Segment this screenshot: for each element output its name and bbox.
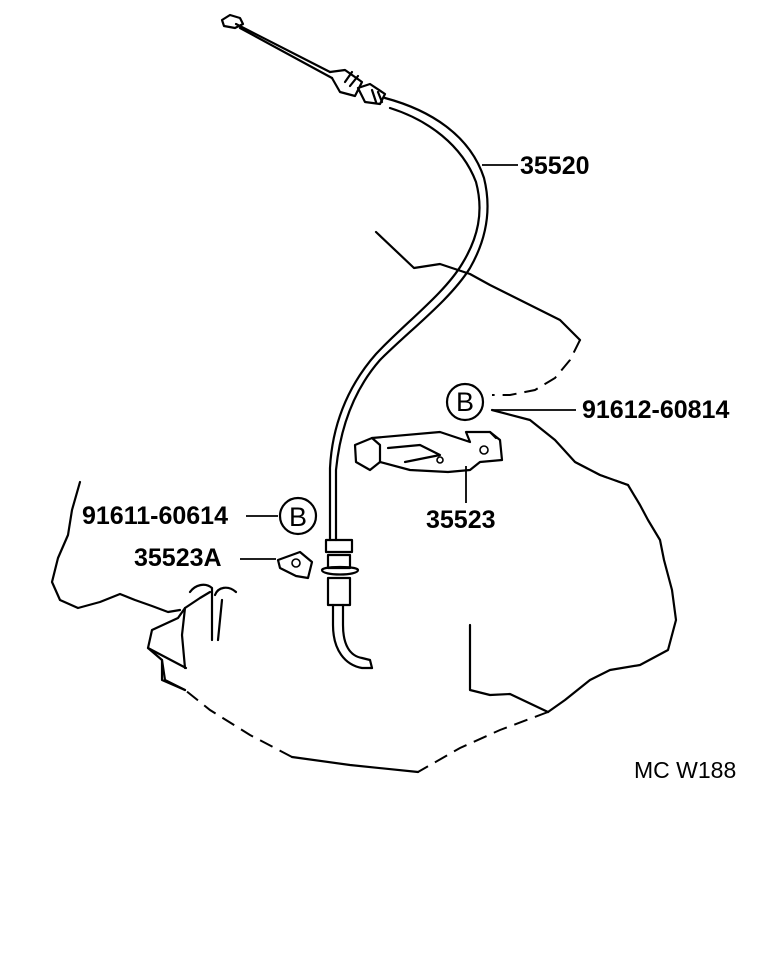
diagram-code: MC W188 xyxy=(634,757,736,783)
part-number-35523a: 35523A xyxy=(134,544,222,572)
part-number-35520: 35520 xyxy=(520,152,590,180)
leader-lines xyxy=(240,164,576,560)
transmission-housing xyxy=(50,230,678,774)
b-marker-right: B xyxy=(445,382,485,422)
b-marker-right-letter: B xyxy=(456,387,474,417)
b-marker-left-letter: B xyxy=(289,502,307,532)
bracket-35523 xyxy=(353,430,504,474)
part-number-91611-60614: 91611-60614 xyxy=(82,502,228,530)
part-number-91612-60814: 91612-60814 xyxy=(582,396,729,424)
clamp-35523a xyxy=(276,550,314,580)
part-number-35523: 35523 xyxy=(426,506,496,534)
b-marker-left: B xyxy=(278,496,318,536)
control-cable xyxy=(220,13,489,670)
